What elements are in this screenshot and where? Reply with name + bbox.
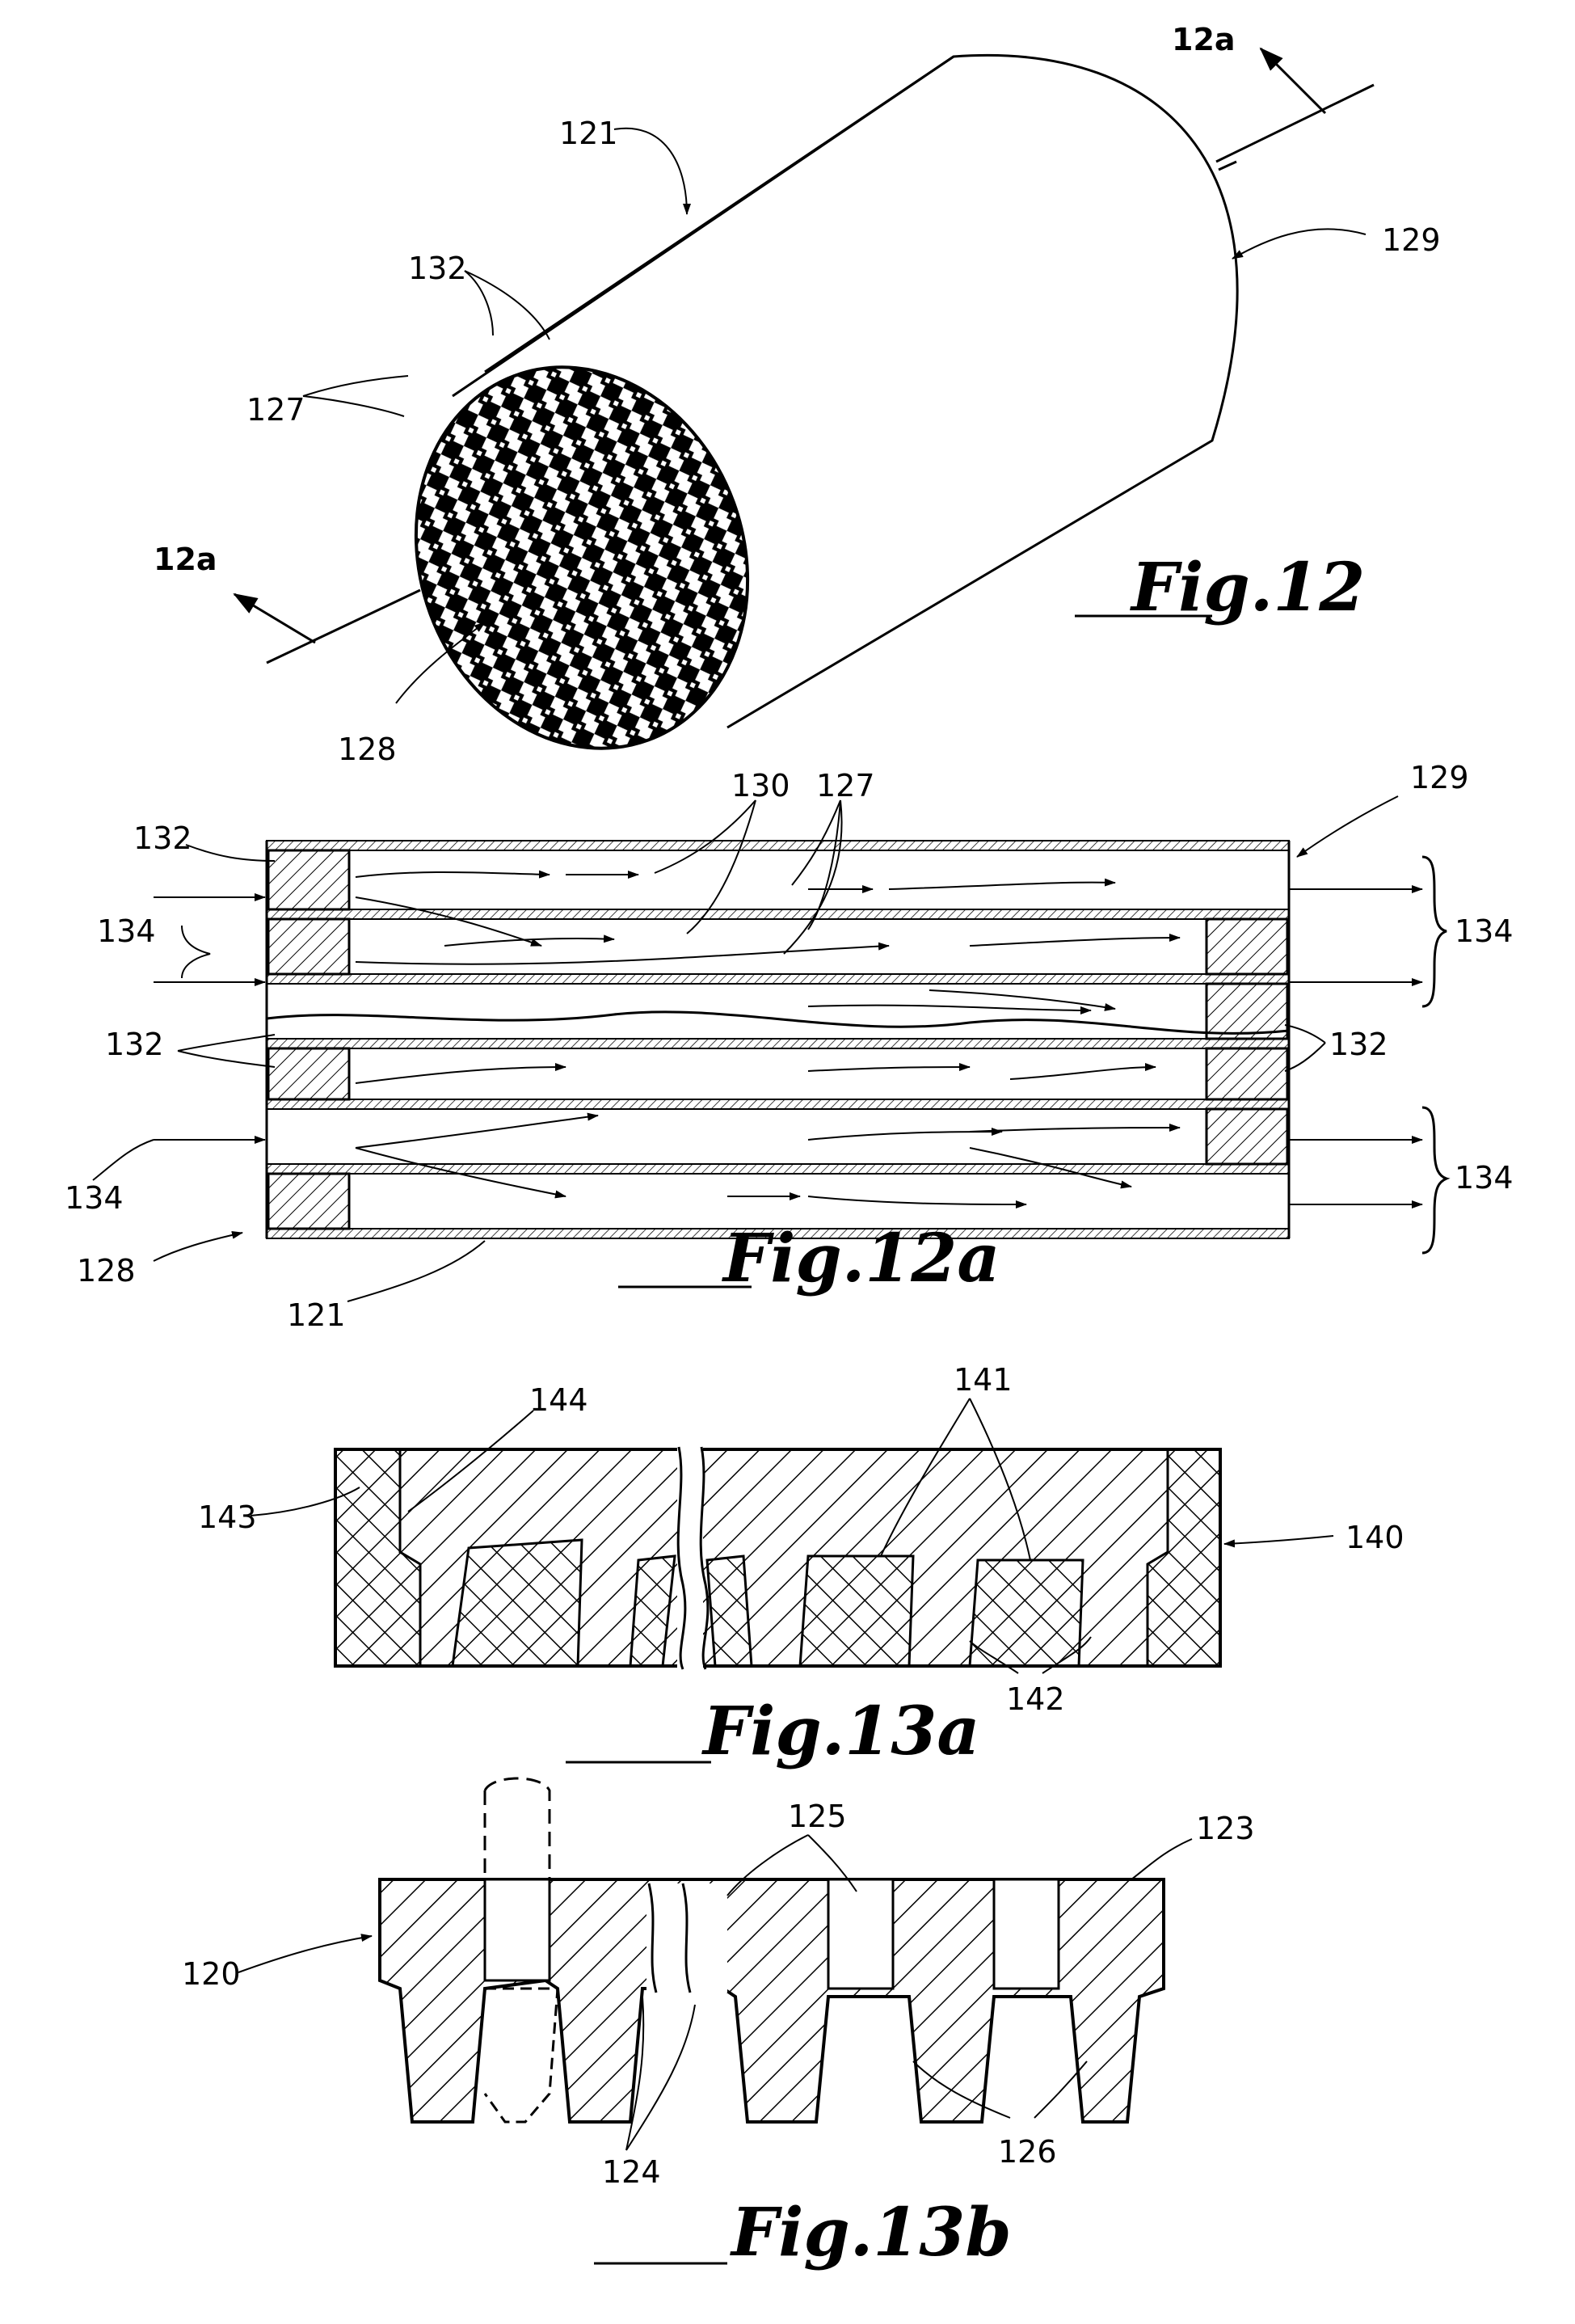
label-143: 143	[198, 1499, 257, 1535]
leader-129	[1232, 229, 1366, 259]
leader-132a	[465, 271, 493, 335]
pin-dashed	[485, 1989, 558, 2122]
cylinder-top-edge	[485, 57, 954, 372]
label-121: 121	[559, 116, 618, 151]
label-125: 125	[788, 1799, 847, 1834]
leader-127a	[303, 376, 408, 396]
leader-129-12a	[1297, 796, 1398, 857]
figure-13a: 144 143 141 140 142 Fig.13a	[198, 1362, 1404, 1770]
hole-3	[994, 1879, 1059, 1989]
label-130: 130	[731, 768, 790, 803]
leader-132-right-a	[1285, 1025, 1325, 1043]
label-124: 124	[602, 2154, 661, 2190]
fig13b-title: Fig.13b	[730, 2194, 1012, 2271]
label-142: 142	[1006, 1681, 1065, 1717]
leader-121-12a	[347, 1241, 485, 1301]
label-134-left: 134	[97, 913, 156, 949]
hole-1	[485, 1879, 550, 1980]
leader-140	[1224, 1536, 1333, 1544]
pin-4	[800, 1556, 913, 1666]
label-127: 127	[246, 392, 305, 428]
label-134-right-bottom: 134	[1455, 1160, 1514, 1196]
brace-left-134	[182, 926, 210, 978]
section-arrow-top	[1261, 49, 1325, 113]
label-120: 120	[182, 1956, 241, 1992]
rod-dashed	[485, 1778, 550, 1883]
label-126: 126	[998, 2134, 1057, 2170]
channel-walls	[267, 841, 1289, 1238]
label-128: 128	[338, 732, 397, 767]
label-132: 132	[408, 251, 467, 286]
leader-130a	[655, 800, 756, 873]
label-128-12a: 128	[77, 1253, 136, 1289]
leader-127b	[303, 396, 404, 416]
section-line-top	[1216, 85, 1374, 162]
label-123: 123	[1196, 1811, 1255, 1846]
section-dash-top	[1219, 162, 1236, 170]
leader-132-mid-a	[178, 1035, 275, 1051]
label-132-top: 132	[133, 820, 192, 856]
leader-132b	[465, 271, 550, 340]
leader-127c-12a	[784, 800, 842, 954]
brace-bottom	[1422, 1107, 1447, 1253]
leader-121	[614, 129, 687, 214]
label-132-mid-left: 132	[105, 1027, 164, 1062]
leader-120	[238, 1936, 372, 1972]
break-line	[267, 1012, 1289, 1034]
label-140: 140	[1345, 1520, 1404, 1555]
section-arrow-bottom	[234, 594, 315, 643]
label-121-12a: 121	[287, 1297, 346, 1333]
label-134-lower: 134	[65, 1180, 124, 1216]
label-132-mid-right: 132	[1329, 1027, 1388, 1062]
leader-134-lower	[93, 1140, 154, 1180]
pin-5	[970, 1560, 1083, 1666]
label-129: 129	[1382, 222, 1441, 258]
fig12a-title: Fig.12a	[722, 1220, 1000, 1297]
figure-12a: 132 130 127 129 134 132 132 134 134 134 …	[65, 760, 1514, 1333]
fig12-title: Fig.12	[1130, 549, 1365, 626]
pin-3	[707, 1556, 752, 1666]
leader-132-mid-b	[178, 1051, 275, 1067]
leader-132-top	[186, 845, 275, 861]
brace-top	[1422, 857, 1447, 1006]
label-144: 144	[529, 1382, 588, 1418]
section-label-top: 12a	[1172, 22, 1236, 57]
label-129-12a: 129	[1410, 760, 1469, 795]
figure-12: 121 129 132 127 128 12a 12a Fig.12	[154, 22, 1441, 795]
leader-132-right-b	[1285, 1043, 1325, 1071]
fig13a-title: Fig.13a	[701, 1693, 980, 1770]
label-141: 141	[954, 1362, 1013, 1398]
label-127-12a: 127	[816, 768, 875, 803]
leader-123	[1131, 1839, 1192, 1879]
leader-128-12a	[154, 1233, 242, 1261]
pin-1	[453, 1540, 582, 1666]
figure-13b: 125 123 120 124 126 Fig.13b	[182, 1778, 1255, 2271]
hole-2	[828, 1879, 893, 1989]
section-label-bottom: 12a	[154, 542, 217, 577]
label-134-right-top: 134	[1455, 913, 1514, 949]
